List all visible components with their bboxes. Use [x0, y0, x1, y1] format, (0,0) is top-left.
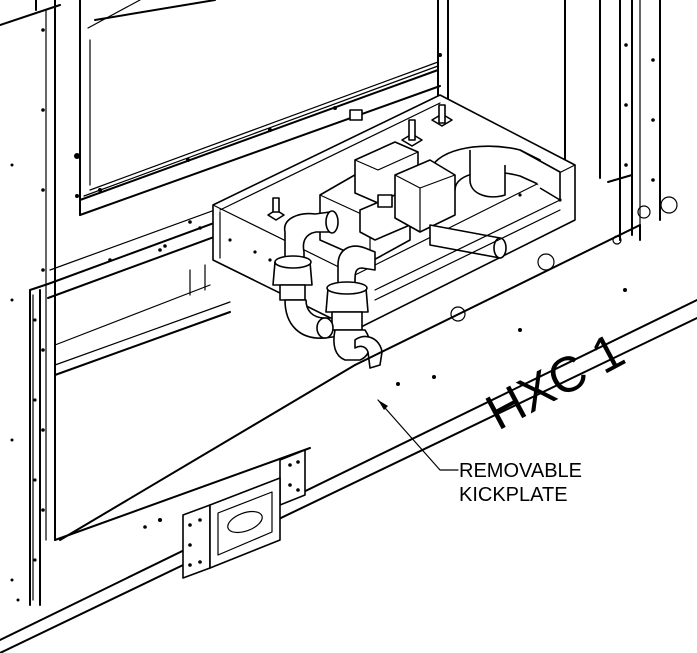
upper-coil-panel [74, 0, 441, 216]
callout-leader [377, 399, 459, 471]
crossover-pipe [374, 199, 622, 322]
callout-line-2: KICKPLATE [459, 484, 568, 506]
kickplate-bracket [182, 449, 306, 579]
burner-electrodes [267, 104, 453, 221]
left-cabinet-frame [0, 0, 61, 606]
frame-rivets [10, 28, 45, 602]
unit-label: HXC 1 [477, 322, 633, 441]
lower-left-panel [54, 220, 311, 541]
callout-line-1: REMOVABLE [459, 460, 582, 482]
lower-strap [54, 301, 231, 376]
gas-valve [319, 141, 456, 263]
removable-kickplate [0, 224, 697, 653]
elbow-pipe-right [316, 245, 383, 369]
